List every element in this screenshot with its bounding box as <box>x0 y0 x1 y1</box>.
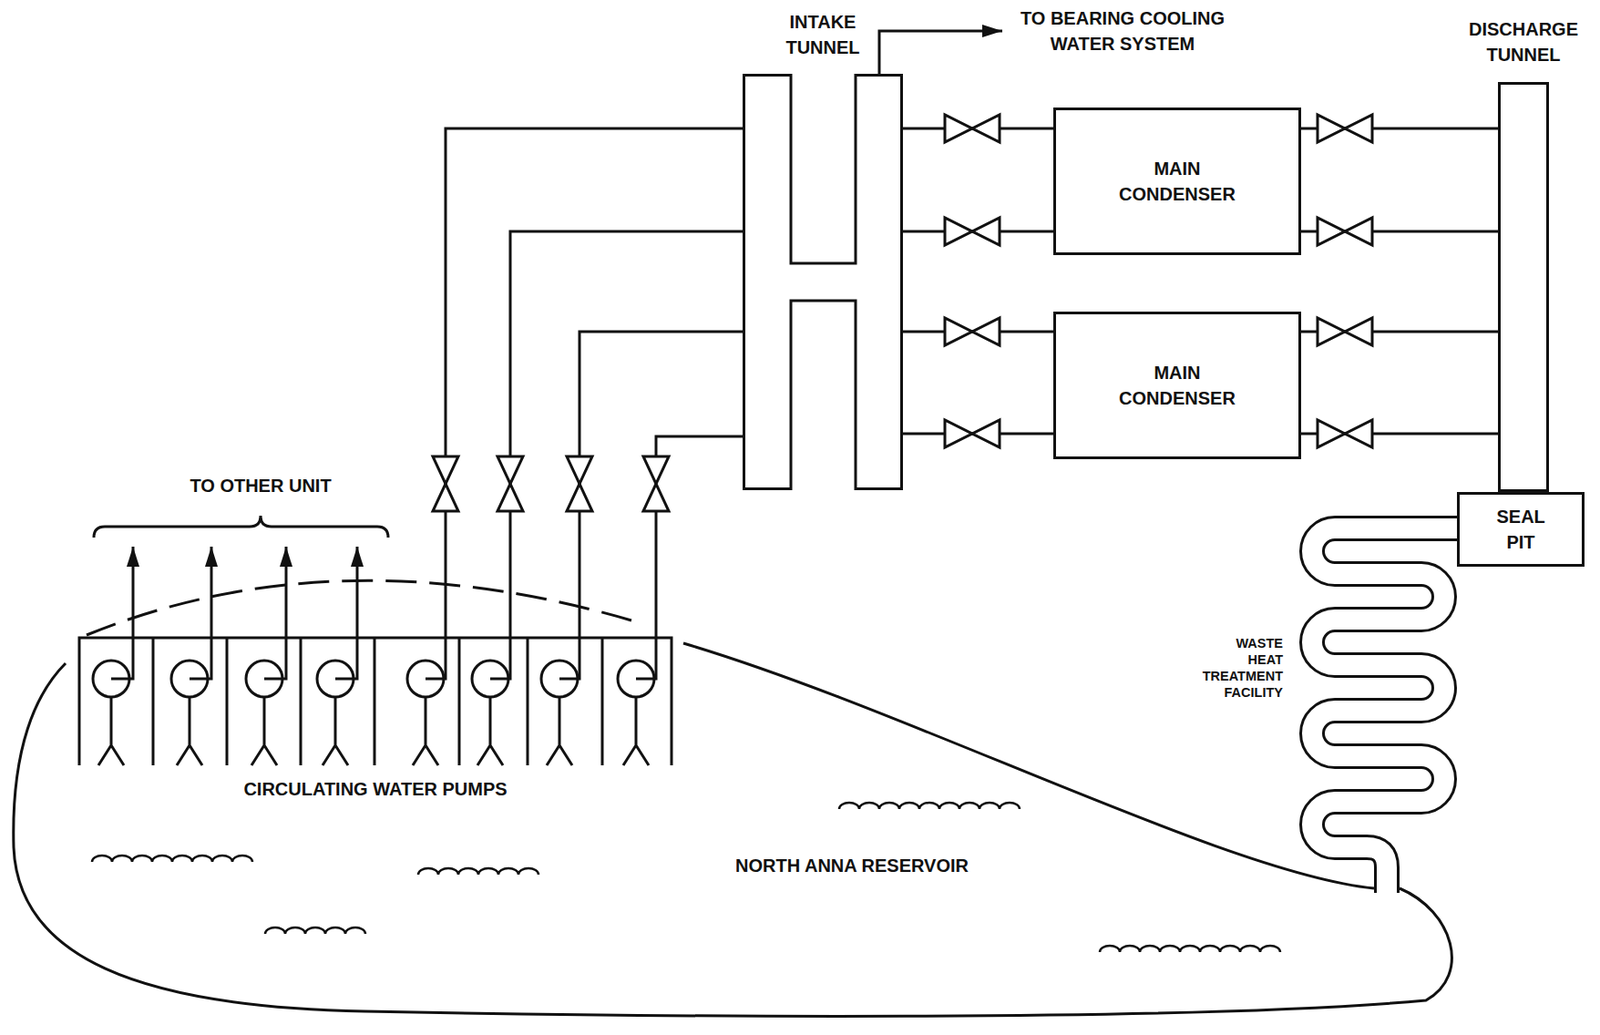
supply-pipe <box>559 331 743 679</box>
node-label: MAIN CONDENSER <box>1118 155 1236 207</box>
annotation-label: WASTE HEAT TREATMENT FACILITY <box>1202 635 1283 702</box>
waste-heat-channel-bank <box>1312 528 1457 893</box>
bearing-cooling-arrow <box>879 30 1003 74</box>
annotation-label: TO BEARING COOLING WATER SYSTEM <box>1008 5 1237 57</box>
node-label: DISCHARGE TUNNEL <box>1468 16 1579 68</box>
pump-base <box>623 697 649 766</box>
bracket <box>93 515 389 538</box>
pump-base <box>251 697 277 766</box>
tunnel-outline <box>1497 82 1549 493</box>
pipe-arrow <box>189 546 212 679</box>
pump-base <box>98 697 124 766</box>
discharge-tunnel: DISCHARGE TUNNEL <box>1455 16 1592 493</box>
pump-base <box>477 697 503 766</box>
valve-symbol <box>1317 217 1373 246</box>
valve-symbol <box>643 456 669 512</box>
pipe-arrow <box>264 546 287 679</box>
pipe-arrow <box>335 546 358 679</box>
pump-symbol <box>617 660 655 766</box>
node-label: MAIN CONDENSER <box>1118 359 1236 411</box>
pump-house <box>79 637 672 766</box>
pump-structure-dashed <box>86 580 638 636</box>
water-wave <box>1099 945 1281 953</box>
intake-tunnel: INTAKE TUNNEL <box>742 9 903 491</box>
pump-base <box>176 697 203 766</box>
water-wave <box>92 855 253 862</box>
tunnel-shape <box>744 75 903 490</box>
pump-symbol <box>92 660 130 766</box>
valve-symbol <box>944 114 1000 143</box>
valve-symbol <box>432 456 459 512</box>
water-wave <box>839 802 1020 810</box>
tunnel-outline <box>742 73 903 491</box>
illustration-group <box>79 30 1457 953</box>
node-label: NORTH ANNA RESERVOIR <box>735 852 969 879</box>
node-label: SEAL PIT <box>1497 503 1546 555</box>
valve-symbol <box>566 456 593 512</box>
pump-symbol <box>541 660 578 766</box>
pump-symbol <box>471 660 509 766</box>
pump-symbol <box>407 660 444 766</box>
pump-symbol <box>317 660 354 766</box>
valve-symbol <box>944 217 1000 246</box>
pump-base <box>322 697 349 766</box>
pump-base <box>546 697 573 766</box>
tunnel-shape <box>1499 83 1549 492</box>
supply-pipe <box>425 128 743 679</box>
valve-symbol <box>1317 317 1373 346</box>
condenser-box: MAIN CONDENSER <box>1053 311 1302 460</box>
valve-symbol <box>497 456 524 512</box>
pump-symbol <box>171 660 208 766</box>
water-wave <box>418 868 539 875</box>
valve-symbol <box>944 420 1000 448</box>
pipe-arrow <box>111 546 134 679</box>
valve-symbol <box>1317 114 1373 143</box>
pump-symbol <box>246 660 283 766</box>
pump-base <box>412 697 439 766</box>
water-wave <box>265 927 366 934</box>
supply-pipe <box>490 231 743 679</box>
valve-symbol <box>944 317 1000 346</box>
valve-symbol <box>1317 420 1373 448</box>
seal-pit-box: SEAL PIT <box>1456 492 1585 567</box>
node-label: INTAKE TUNNEL <box>785 9 860 61</box>
annotation-label: CIRCULATING WATER PUMPS <box>243 776 507 802</box>
supply-pipe <box>635 436 743 679</box>
annotation-label: TO OTHER UNIT <box>189 472 331 499</box>
condenser-box: MAIN CONDENSER <box>1053 107 1302 256</box>
waste-heat-channel-water <box>1312 528 1457 894</box>
